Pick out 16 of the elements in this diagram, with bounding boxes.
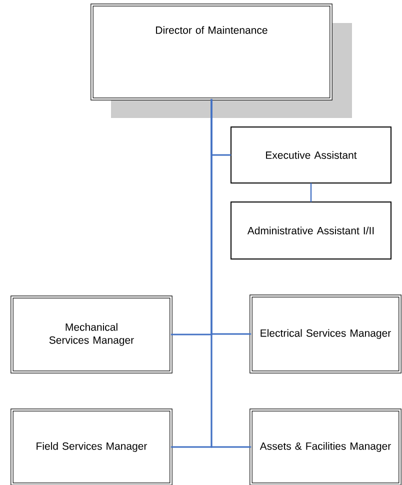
- role-box: [250, 294, 402, 374]
- connector-line: [310, 183, 312, 202]
- role-title: Mechanical Services Manager: [49, 323, 134, 346]
- role-title: Electrical Services Manager: [260, 329, 391, 339]
- role-box: [230, 126, 392, 184]
- role-title: Assets & Facilities Manager: [260, 442, 391, 452]
- role-box: [90, 4, 332, 100]
- role-box: [230, 202, 392, 260]
- role-title: Administrative Assistant I/II: [247, 226, 374, 234]
- role-box: [250, 408, 402, 485]
- role-title: Field Services Manager: [36, 442, 148, 452]
- connector-line: [210, 99, 251, 448]
- role-box: [10, 296, 172, 374]
- role-title: Executive Assistant: [266, 151, 357, 159]
- role-box: [10, 408, 172, 485]
- role-title: Director of Maintenance: [156, 26, 268, 34]
